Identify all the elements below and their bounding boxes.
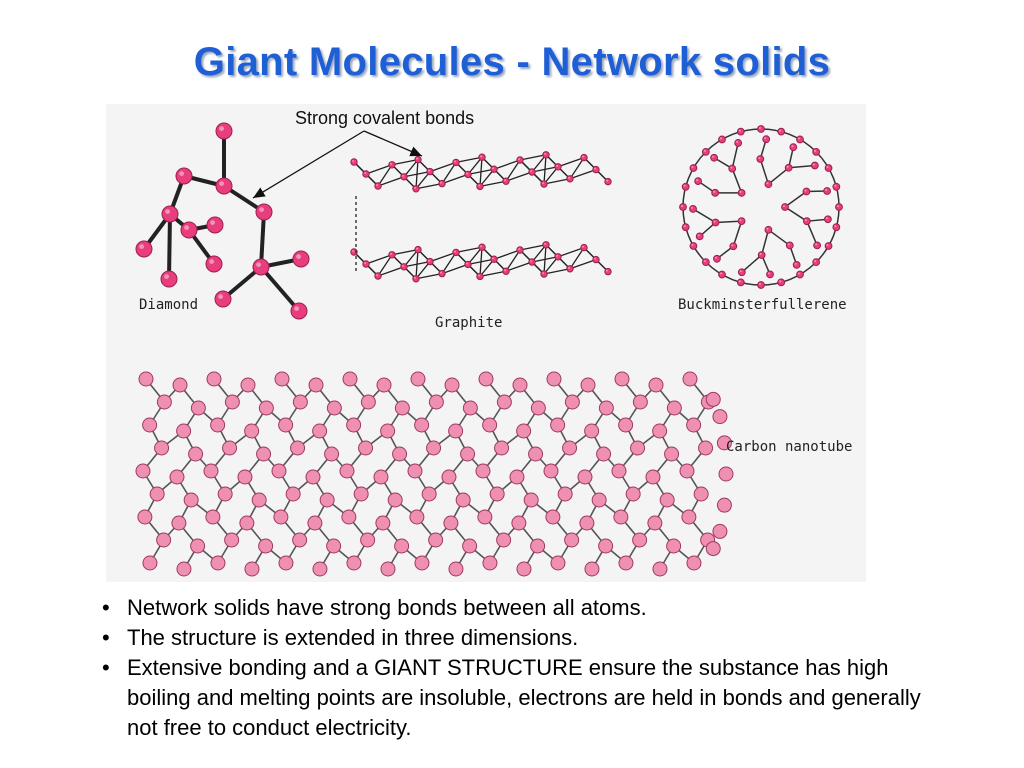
nanotube-structure xyxy=(128,366,734,577)
graphite-structure xyxy=(350,151,612,283)
slide-title: Giant Molecules - Network solids xyxy=(193,40,831,84)
bond-caption: Strong covalent bonds xyxy=(295,108,475,128)
nanotube-label: Carbon nanotube xyxy=(726,439,853,455)
graphite-label: Graphite xyxy=(435,315,503,331)
fullerene-structure xyxy=(679,125,843,289)
diamond-label: Diamond xyxy=(139,297,199,313)
carbon-structures-figure: Strong covalent bonds Diamond Graphite B… xyxy=(106,104,866,582)
bullet-item: Network solids have strong bonds between… xyxy=(100,593,940,623)
bond-pointer-arrows xyxy=(252,130,423,199)
diamond-structure xyxy=(135,122,310,320)
bullet-list: Network solids have strong bonds between… xyxy=(100,593,940,743)
fullerene-label: Buckminsterfullerene xyxy=(678,297,847,313)
bullet-item: Extensive bonding and a GIANT STRUCTURE … xyxy=(100,653,940,743)
structures-illustration xyxy=(128,122,843,577)
bullet-item: The structure is extended in three dimen… xyxy=(100,623,940,653)
